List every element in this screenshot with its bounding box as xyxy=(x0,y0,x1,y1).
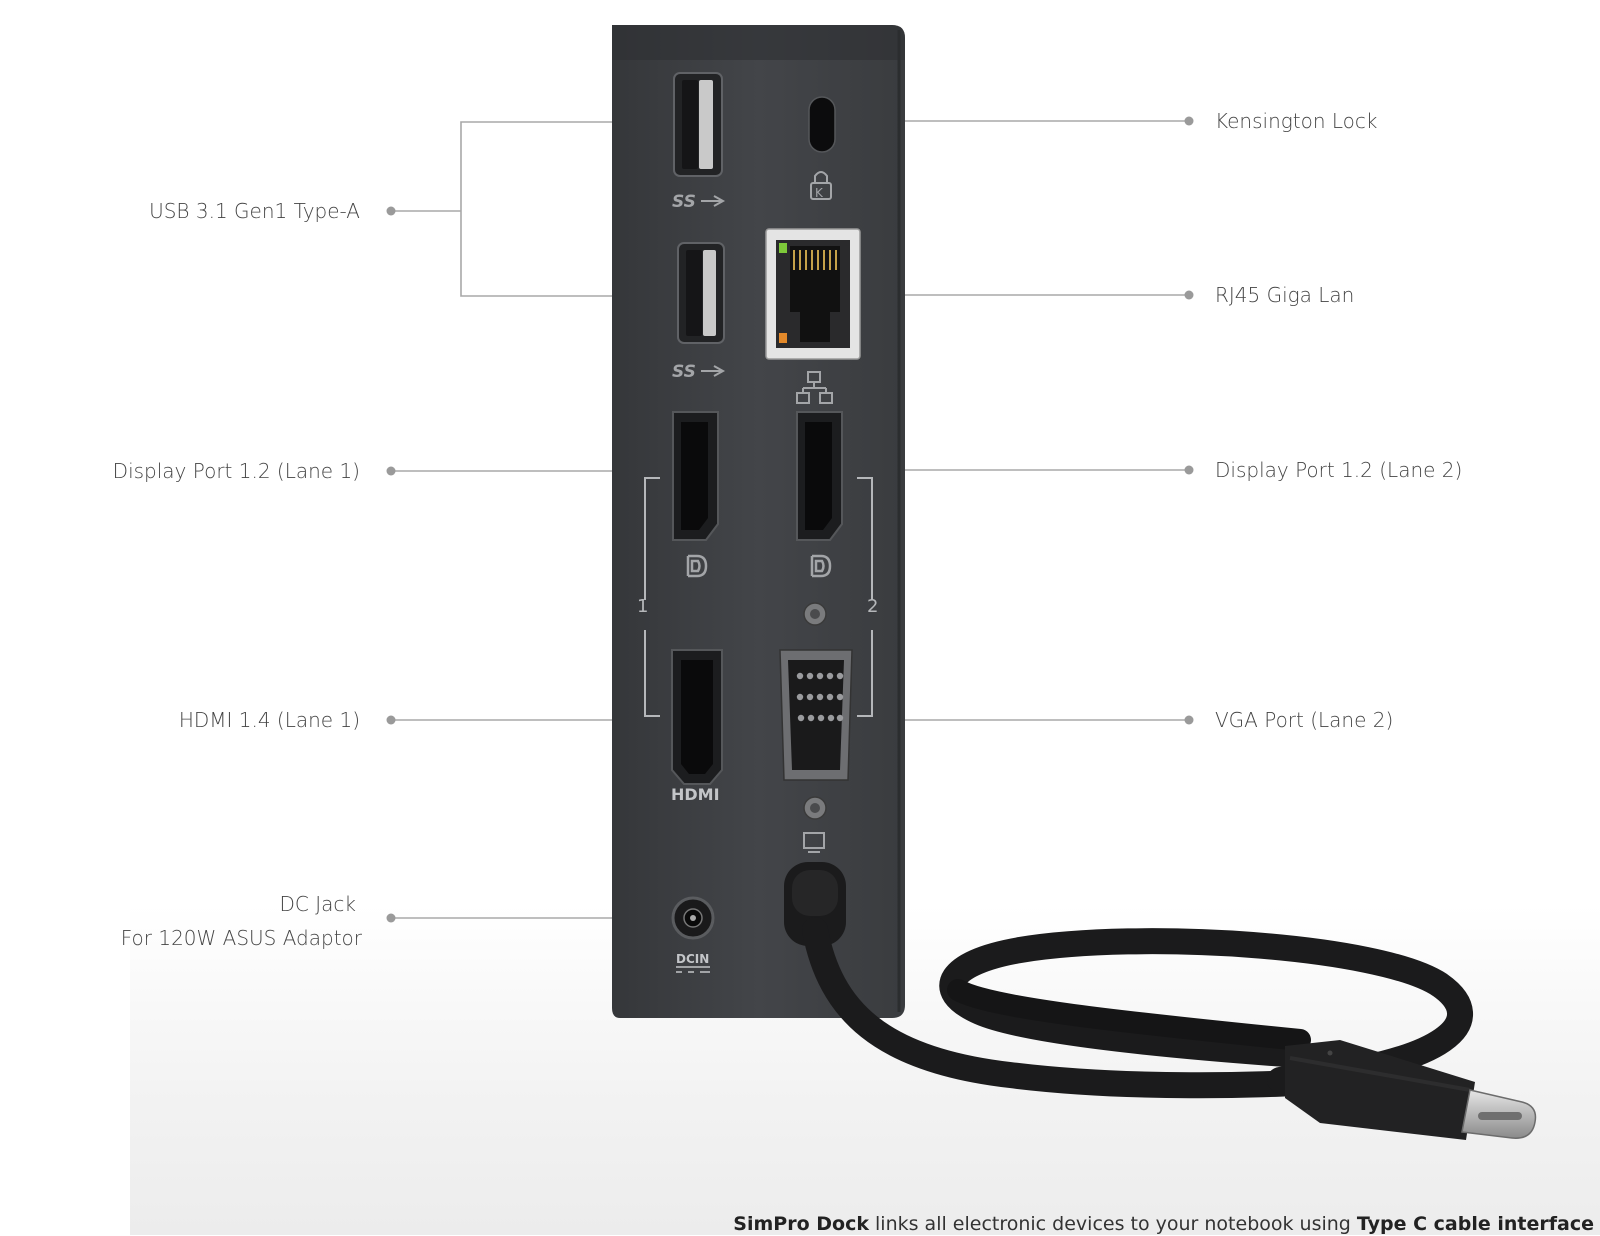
label-rj45: RJ45 Giga Lan xyxy=(1215,283,1355,307)
label-kensington: Kensington Lock xyxy=(1215,109,1378,133)
usb-arrow-icon xyxy=(701,365,726,377)
leader-dots xyxy=(386,116,1194,923)
type-c-cable xyxy=(784,862,1537,1140)
caption-interface: Type C cable interface xyxy=(1356,1213,1594,1235)
lock-icon xyxy=(810,171,832,200)
displayport-icon xyxy=(686,554,708,578)
dc-jack xyxy=(671,896,715,940)
label-display-port-1: Display Port 1.2 (Lane 1) xyxy=(112,459,360,483)
display-port-2 xyxy=(796,411,843,541)
vga-screw-top xyxy=(803,602,827,626)
rj45-activity-led xyxy=(779,333,787,343)
usb-port-1 xyxy=(673,72,723,177)
label-dc-jack-title: DC Jack xyxy=(279,892,356,916)
rj45-link-led xyxy=(779,243,787,253)
kensington-lock-slot xyxy=(808,96,836,153)
display-port-1 xyxy=(672,411,719,541)
lock-letter: K xyxy=(815,186,824,200)
label-display-port-2: Display Port 1.2 (Lane 2) xyxy=(1215,458,1463,482)
label-usb-a: USB 3.1 Gen1 Type-A xyxy=(149,199,360,223)
dcin-logo: DCIN xyxy=(676,952,709,966)
usb-logo-1: SS xyxy=(672,192,696,212)
label-dc-jack-detail: For 120W ASUS Adaptor xyxy=(120,926,362,950)
usb-port-2 xyxy=(677,242,725,344)
lane-2-marker: 2 xyxy=(867,596,878,617)
dc-symbol-icon xyxy=(676,966,710,973)
hdmi-port xyxy=(671,649,723,785)
caption-middle: links all electronic devices to your not… xyxy=(868,1213,1357,1235)
usb-logo-2: SS xyxy=(672,362,696,382)
label-dc-jack: DC Jack For 120W ASUS Adaptor xyxy=(60,887,362,955)
vga-screw-bottom xyxy=(803,796,827,820)
label-hdmi: HDMI 1.4 (Lane 1) xyxy=(178,708,360,732)
network-icon xyxy=(796,371,833,404)
caption: SimPro Dock links all electronic devices… xyxy=(733,1212,1594,1236)
dock-body xyxy=(612,25,905,1018)
vga-port xyxy=(779,649,853,781)
hdmi-logo: HDMI xyxy=(671,785,720,804)
displayport-icon xyxy=(810,554,832,578)
lane-1-marker: 1 xyxy=(637,596,648,617)
label-vga: VGA Port (Lane 2) xyxy=(1215,708,1394,732)
usb-arrow-icon xyxy=(701,195,726,207)
lane-brackets xyxy=(644,477,873,717)
leader-usb xyxy=(460,121,680,297)
caption-product: SimPro Dock xyxy=(733,1213,869,1235)
rj45-port xyxy=(765,228,861,360)
monitor-icon xyxy=(803,832,825,853)
